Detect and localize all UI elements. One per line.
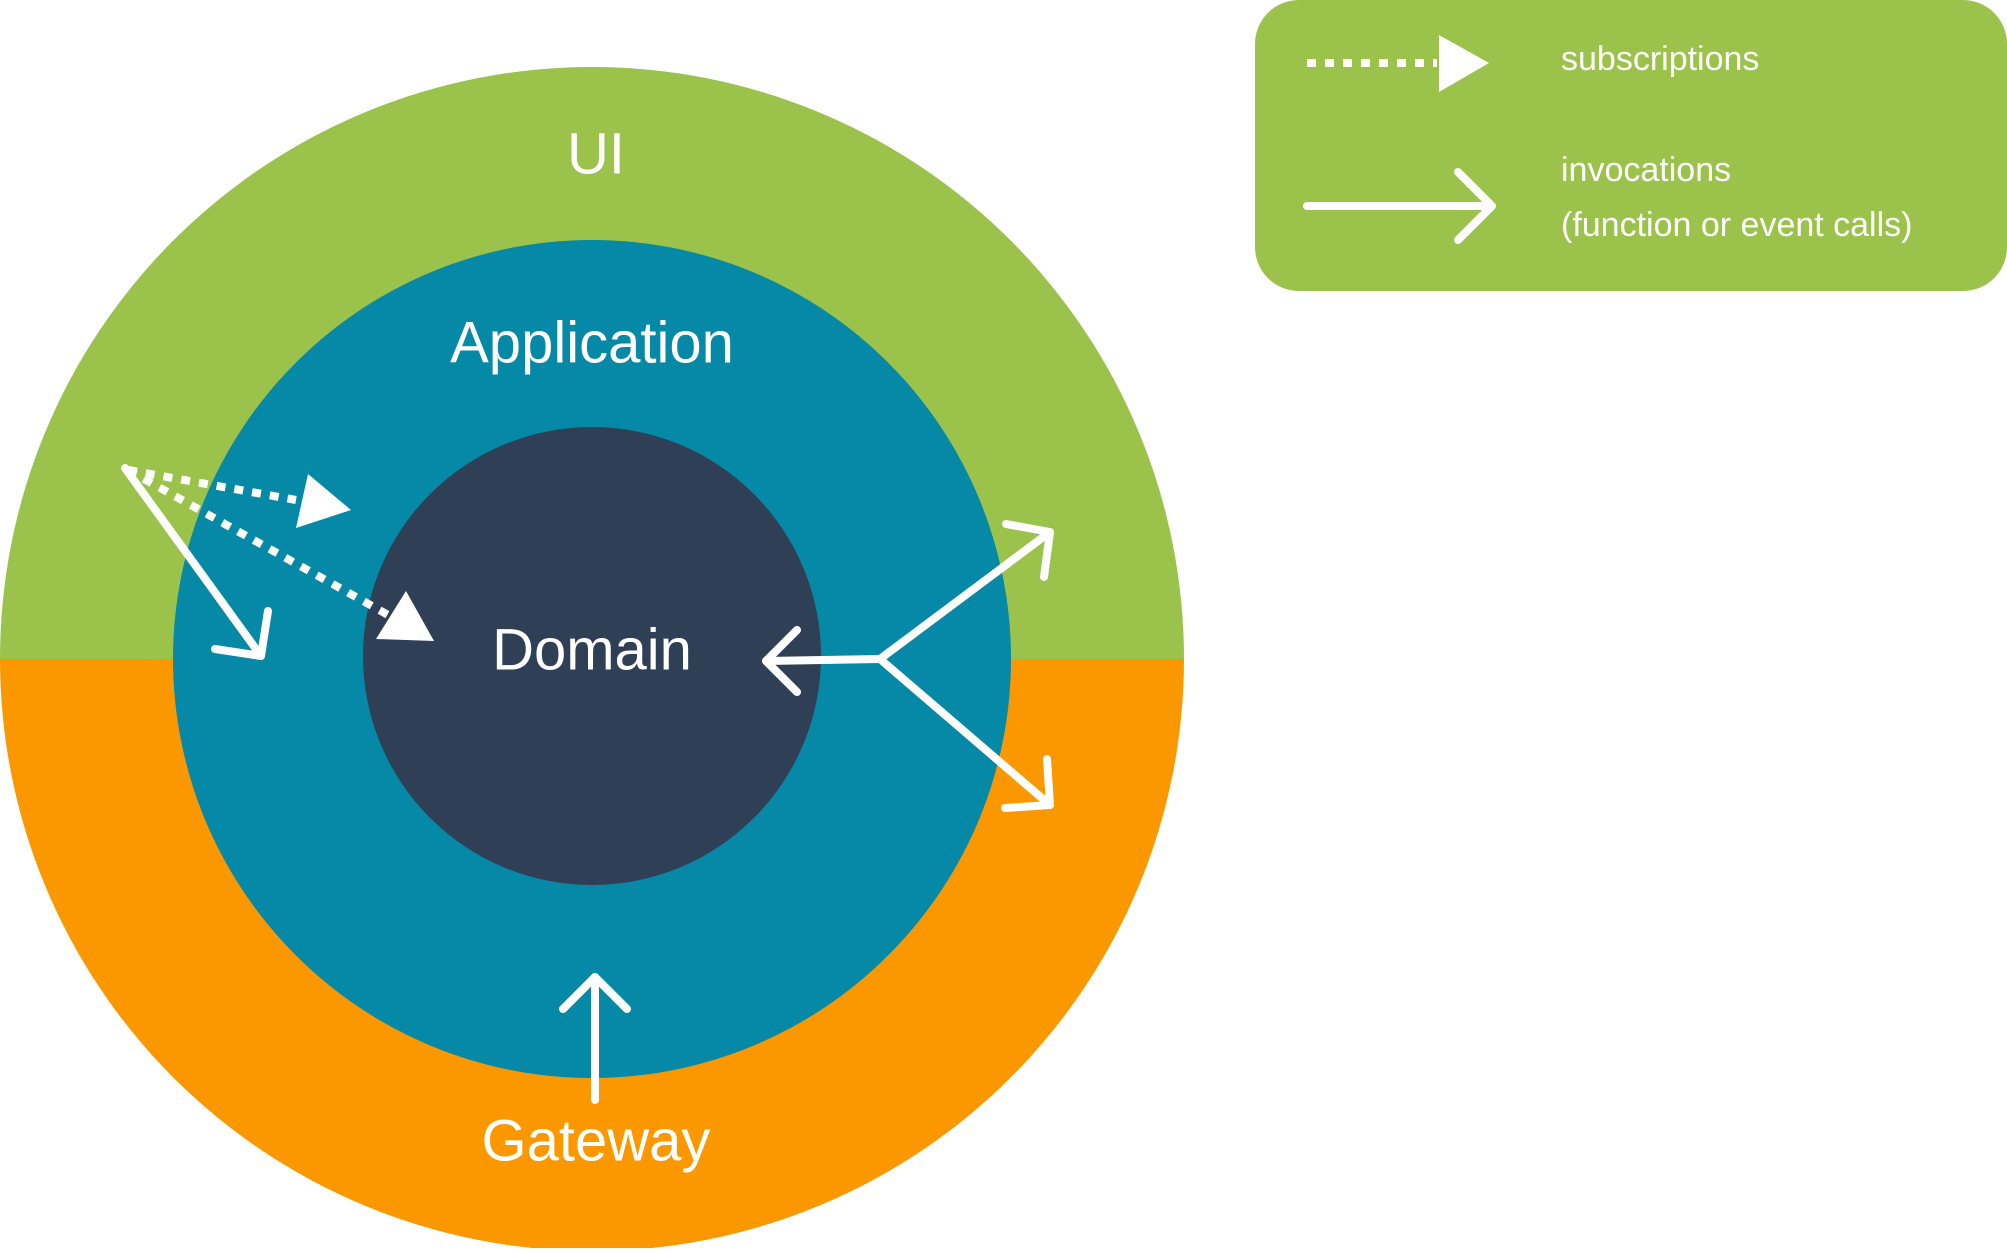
subscription-arrow-ui-to-domain: [126, 466, 434, 641]
legend-subscriptions-symbol: [1307, 35, 1489, 92]
domain-layer-label: Domain: [492, 617, 692, 682]
subscription-arrow-ui-to-application: [127, 466, 351, 528]
invocation-arrow-ui-to-application: [121, 464, 272, 660]
legend-invocations-symbol: [1303, 168, 1496, 244]
invocation-arrow-application-to-ui: [876, 520, 1054, 663]
legend-invocations-sublabel: (function or event calls): [1561, 206, 1913, 244]
ui-layer-label: UI: [567, 121, 625, 186]
invocation-arrow-application-to-gateway: [876, 655, 1054, 812]
invocation-arrow-gateway-to-application: [559, 973, 631, 1104]
legend-subscriptions-label: subscriptions: [1561, 40, 1759, 78]
application-layer-label: Application: [450, 310, 734, 375]
invocation-arrow-application-to-domain: [762, 626, 884, 696]
domain-layer: [363, 427, 821, 885]
legend: subscriptions invocations (function or e…: [1255, 0, 2007, 291]
gateway-layer-label: Gateway: [482, 1108, 711, 1173]
legend-invocations-label: invocations: [1561, 151, 1731, 189]
